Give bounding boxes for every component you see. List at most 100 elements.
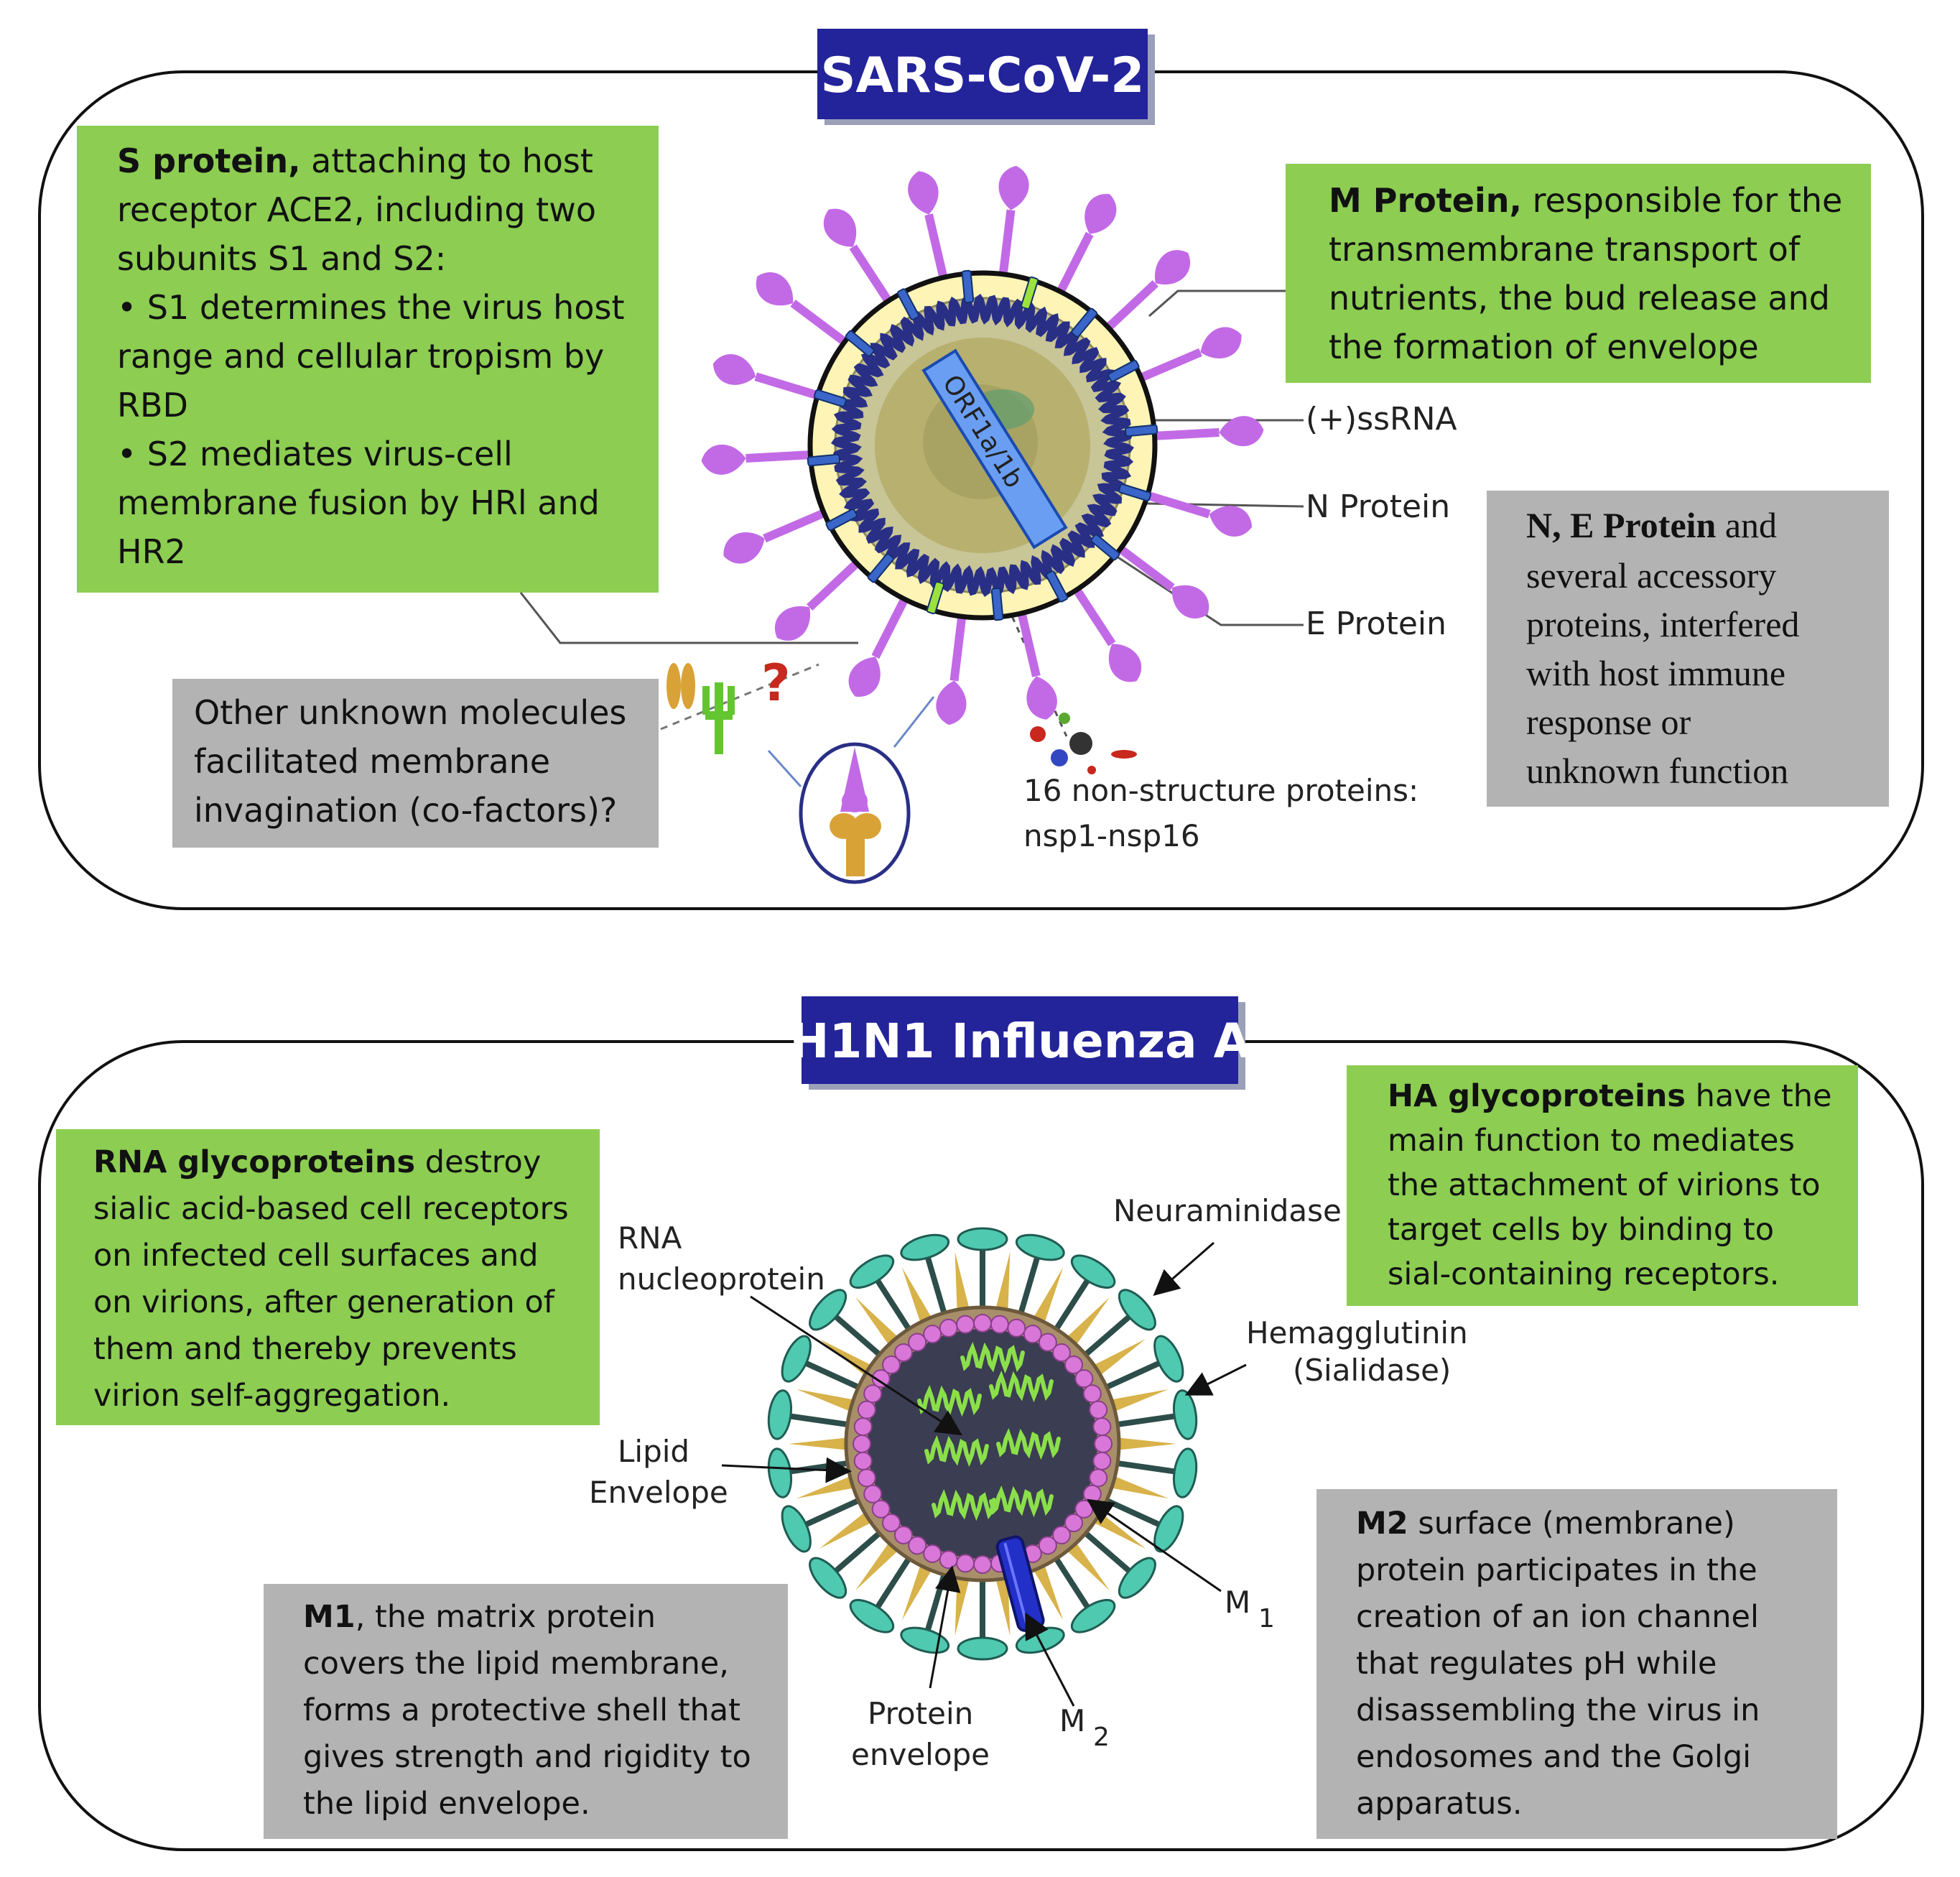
matrix-bead [882, 1355, 901, 1374]
matrix-bead [956, 1315, 975, 1334]
ha-glycoproteins-box [1347, 1065, 1858, 1306]
matrix-bead [853, 1435, 871, 1453]
matrix-bead [863, 1384, 883, 1404]
matrix-bead [893, 1343, 913, 1363]
hemagglutinin-spike [819, 1510, 875, 1549]
hemagglutinin-spike [901, 1562, 934, 1621]
hemagglutinin-spike [855, 1539, 901, 1591]
m-protein-text: M Protein, responsible for the transmemb… [1329, 181, 1853, 366]
s-connector-line [519, 592, 858, 644]
nsp-label: 16 non-structure proteins: nsp1-nsp16 [1023, 773, 1429, 853]
question-mark: ? [761, 654, 791, 713]
matrix-bead [923, 1544, 942, 1563]
neuraminidase-spike [1081, 1529, 1156, 1599]
sars-cov-2-panel: SARS-CoV-2 S protein, attaching to host … [38, 29, 1924, 910]
matrix-bead [939, 1318, 958, 1338]
matrix-bead [857, 1400, 876, 1419]
other-molecules-text: Other unknown molecules facilitated memb… [194, 693, 637, 830]
ha-glycoproteins-text: HA glycoproteins have the main function … [1388, 1078, 1841, 1292]
protein-envelope-label: Protein envelope [851, 1696, 990, 1772]
neuraminidase-spike [1113, 1389, 1198, 1440]
hemagglutinin-spike [1090, 1339, 1146, 1378]
matrix-bead [1023, 1325, 1042, 1344]
m1-box [264, 1584, 788, 1839]
e-connector-line [1105, 548, 1304, 626]
spike-protein [936, 616, 967, 726]
sars-spike-proteins [701, 165, 1264, 726]
m-protein [1046, 570, 1069, 603]
matrix-bead [863, 1484, 883, 1503]
sars-ssrna-strand [830, 293, 1135, 598]
spike-protein [774, 560, 860, 641]
matrix-bead [1038, 1536, 1057, 1555]
spike-protein [1105, 250, 1191, 331]
m-connector-line [1148, 289, 1286, 318]
rna-segment [989, 1371, 1054, 1403]
lipid-arrow [721, 1457, 852, 1483]
s-protein-box [77, 126, 659, 593]
hemagglutinin-spike [1064, 1297, 1110, 1348]
rna-nucleoprotein-label: RNA nucleoprotein [618, 1220, 825, 1297]
ne-protein-text: N, E Protein and several accessory prote… [1526, 505, 1808, 791]
matrix-bead [882, 1514, 901, 1533]
matrix-bead [893, 1525, 913, 1544]
spike-protein [1073, 587, 1142, 682]
matrix-bead [1094, 1435, 1113, 1453]
m2-label: M 2 [1059, 1703, 1110, 1752]
rna-segment [996, 1428, 1061, 1460]
matrix-bead [1007, 1318, 1026, 1338]
matrix-bead [973, 1314, 992, 1333]
matrix-bead [853, 1451, 873, 1470]
nsp-dots [1030, 713, 1137, 774]
matrix-bead [908, 1333, 927, 1352]
flu-inner [868, 1329, 1097, 1559]
hemagglutinin-spike [995, 1574, 1011, 1636]
m-protein [1118, 483, 1152, 502]
neuraminidase-spike [809, 1289, 884, 1359]
h1n1-title: H1N1 Influenza A [789, 1014, 1250, 1069]
neuraminidase-spike [1015, 1233, 1065, 1317]
hemagglutinin-spike [1031, 1267, 1064, 1326]
matrix-bead [1089, 1468, 1108, 1488]
matrix-bead [1052, 1525, 1072, 1544]
neuraminidase-spike [767, 1447, 852, 1498]
rna-segment [960, 1342, 1025, 1374]
spike-protein [848, 597, 909, 697]
rna-segment [989, 1486, 1054, 1518]
matrix-bead [1074, 1369, 1094, 1389]
hemagglutinin-spike [995, 1251, 1011, 1314]
spike-protein [823, 208, 892, 304]
ssrna-label: (+)ssRNA [1306, 401, 1457, 437]
neuraminidase-spike [900, 1233, 950, 1317]
matrix-bead [939, 1550, 958, 1570]
spike-protein [998, 165, 1029, 275]
neuraminidase-spike [1113, 1447, 1198, 1498]
m2-box [1316, 1489, 1837, 1839]
matrix-bead [871, 1499, 891, 1519]
neuraminidase-spike [1051, 1254, 1116, 1334]
m-protein [1071, 307, 1098, 338]
m-protein [896, 288, 919, 320]
h1n1-title-box [802, 996, 1238, 1084]
other-molecules-box [172, 679, 659, 848]
hemagglutinin-spike [955, 1251, 970, 1314]
matrix-bead [1064, 1355, 1083, 1374]
hemagglutinin-spike [955, 1574, 970, 1636]
m1-text: M1, the matrix protein covers the lipid … [303, 1599, 761, 1822]
neuraminidase-spike [767, 1389, 852, 1440]
rna-glycoproteins-text: RNA glycoproteins destroy sialic acid-ba… [93, 1144, 578, 1414]
rna-segment [917, 1385, 982, 1417]
spike-protein [1154, 416, 1264, 447]
matrix-bead [1082, 1384, 1102, 1404]
flu-rna-nucleoprotein [917, 1342, 1061, 1521]
hemagglutinin-label: Hemagglutinin (Sialidase) [1246, 1315, 1477, 1388]
cofactor-dashed-line [660, 663, 819, 731]
matrix-bead [1092, 1417, 1112, 1437]
sars-m-proteins [807, 269, 1158, 621]
matrix-bead [853, 1417, 873, 1437]
hemagglutinin-spike [1064, 1539, 1110, 1591]
hemagglutinin-arrow [1184, 1363, 1247, 1396]
spike-protein [723, 509, 826, 564]
neuraminidase-spike [849, 1554, 914, 1633]
